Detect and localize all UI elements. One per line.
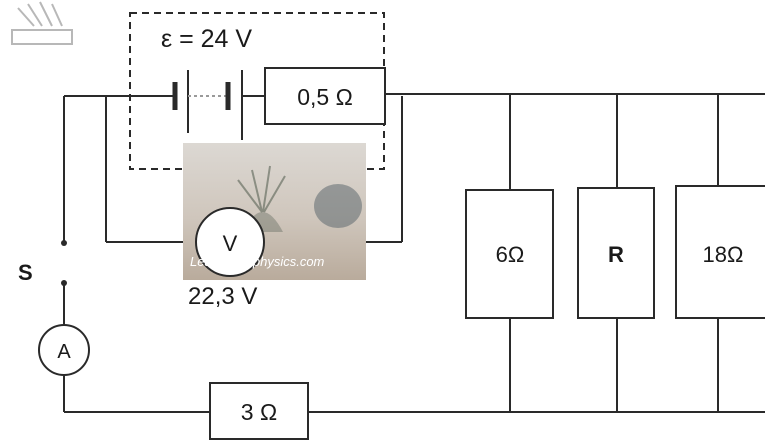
- watermark-text: Learnmorephysics.com: [190, 254, 325, 269]
- source-enclosure: [129, 12, 385, 170]
- resistor-18-ohm-label: 18Ω: [703, 242, 744, 267]
- resistor-r: [577, 187, 655, 319]
- series-resistor: [209, 382, 309, 440]
- series-resistor-label: 3 Ω: [241, 399, 277, 425]
- book-stack-icon: [11, 1, 73, 45]
- voltmeter: [195, 207, 265, 277]
- ammeter: [38, 324, 90, 376]
- internal-resistor-label: 0,5 Ω: [297, 84, 353, 110]
- switch-label: S: [18, 260, 33, 285]
- switch-contacts: [61, 240, 67, 286]
- voltmeter-reading: 22,3 V: [188, 283, 257, 310]
- ammeter-label: A: [57, 341, 71, 363]
- internal-resistor: [264, 67, 386, 125]
- resistor-6-ohm: [465, 189, 554, 319]
- battery-symbol-icon: [172, 70, 243, 140]
- resistor-6-ohm-label: 6Ω: [496, 242, 525, 267]
- voltmeter-label: V: [223, 231, 238, 256]
- emf-label: ε = 24 V: [161, 25, 252, 53]
- resistor-18-ohm: [675, 185, 765, 319]
- resistor-r-label: R: [608, 242, 624, 267]
- circuit-wires: [63, 93, 765, 413]
